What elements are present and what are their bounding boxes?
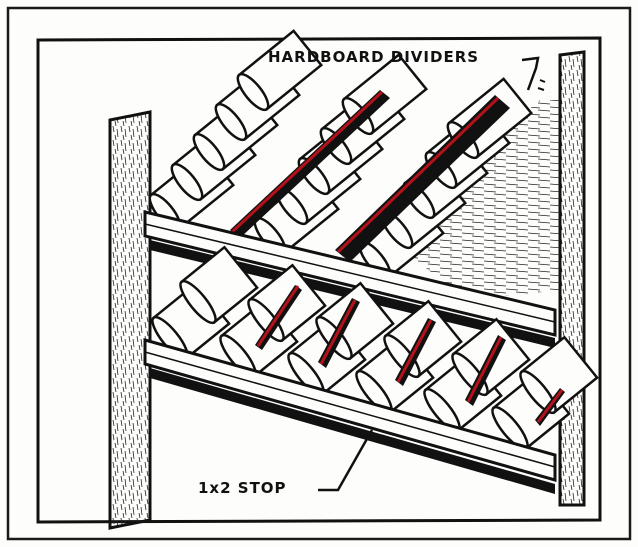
hardboard-dividers-label: HARDBOARD DIVIDERS bbox=[268, 48, 479, 66]
stop-label: 1x2 STOP bbox=[198, 479, 287, 497]
left-side-panel bbox=[110, 112, 150, 528]
right-side-panel bbox=[560, 52, 584, 505]
